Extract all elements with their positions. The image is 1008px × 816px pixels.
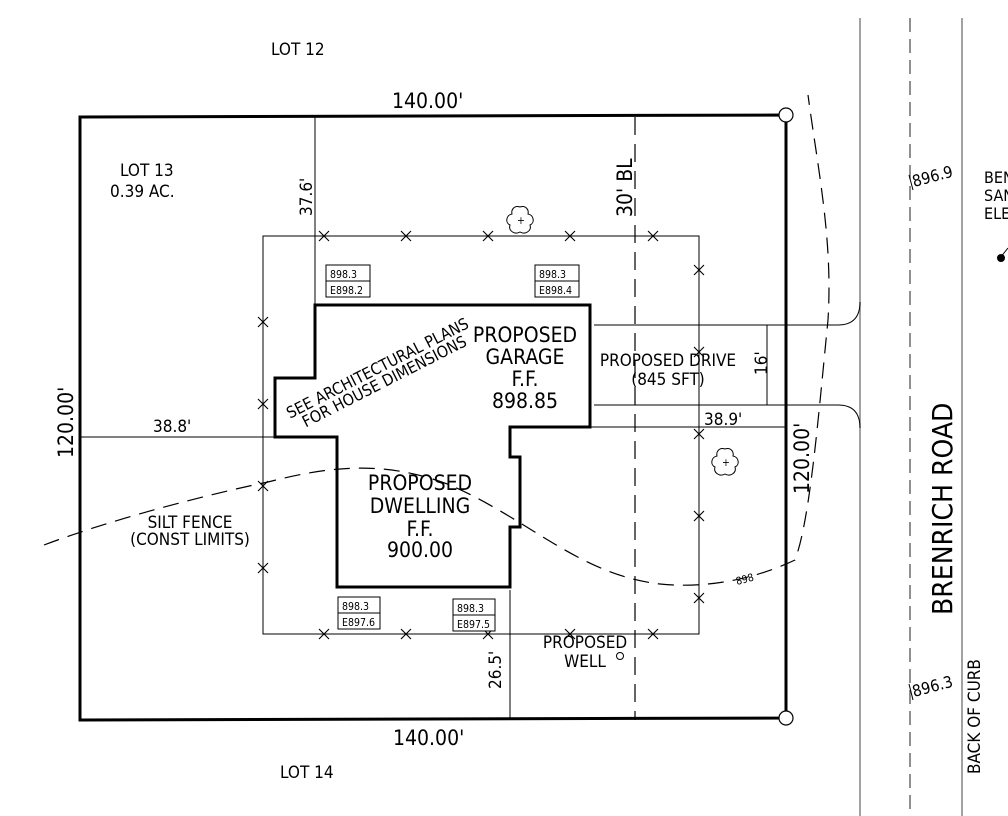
drive-apron-south-curve (594, 404, 861, 429)
silt-fence-x-mark (647, 230, 659, 242)
well-label: PROPOSED WELL (543, 633, 627, 672)
well-label-line-1: PROPOSED (543, 633, 627, 653)
building-line-label: 30' BL (613, 158, 637, 217)
tree-icon-east: + (711, 448, 739, 476)
silt-fence-x-mark (693, 592, 705, 604)
iron-pin-northeast (778, 107, 794, 123)
architectural-note-line-2: FOR HOUSE DIMENSIONS (299, 332, 470, 432)
dimension-right: 120.00' (790, 423, 814, 494)
dwelling-ff-elevation: 900.00 (387, 538, 453, 562)
silt-fence-x-mark (693, 510, 705, 522)
silt-fence-x-mark (400, 230, 412, 242)
proposed-house-footprint (273, 303, 592, 589)
dwelling-label: PROPOSED DWELLING F.F. 900.00 (368, 471, 472, 562)
benchmark-label: BEN SAN ELE (984, 168, 1008, 223)
tree-icon-north: + (506, 206, 534, 234)
construction-limits-box (262, 235, 700, 635)
silt-fence-x-mark (647, 628, 659, 640)
elevation-tag-2: 898.3 E898.4 (534, 264, 580, 298)
architectural-note: SEE ARCHITECTURAL PLANS FOR HOUSE DIMENS… (283, 314, 472, 432)
dimension-lines (80, 117, 786, 720)
dwelling-label-line-1: PROPOSED (368, 471, 472, 495)
elevation-tag-1-proposed: 898.3 (330, 269, 357, 281)
silt-fence-x-mark (482, 230, 494, 242)
garage-label: PROPOSED GARAGE F.F. 898.85 (473, 323, 577, 413)
drive-label: PROPOSED DRIVE (845 SFT) (600, 351, 736, 390)
silt-fence-x-mark (693, 346, 705, 358)
lot-13-label: LOT 13 (120, 161, 174, 181)
elevation-tag-4: 898.3 E897.5 (452, 598, 496, 632)
silt-fence-x-mark (257, 316, 269, 328)
spot-elevation-mark-north (908, 174, 914, 191)
garage-ff-elevation: 898.85 (492, 389, 558, 413)
silt-fence-label-line-2: (CONST LIMITS) (130, 530, 250, 550)
property-boundary (78, 107, 794, 726)
dimension-left: 120.00' (54, 387, 78, 458)
silt-fence-x-mark (318, 628, 330, 640)
elevation-tag-3: 898.3 E897.6 (337, 596, 381, 630)
benchmark-line-3: ELE (984, 204, 1008, 223)
silt-fence-x-mark (257, 562, 269, 574)
lot-12-label: LOT 12 (271, 40, 325, 60)
dimension-top: 140.00' (392, 89, 463, 113)
garage-label-line-2: GARAGE (486, 345, 565, 369)
lot-13-area: 0.39 AC. (110, 182, 175, 202)
dimension-bottom: 140.00' (393, 726, 464, 750)
elevation-tag-3-proposed: 898.3 (342, 601, 369, 613)
elevation-tag-4-existing: E897.5 (457, 619, 490, 631)
dimension-rear: 26.5' (486, 651, 506, 689)
contour-label: 898 (735, 572, 756, 588)
dimension-side-right: 38.9' (704, 410, 742, 430)
lot-14-label: LOT 14 (280, 763, 334, 783)
svg-text:+: + (722, 457, 730, 469)
elevation-tag-1-existing: E898.2 (330, 285, 363, 297)
dimension-front-setback: 37.6' (297, 178, 317, 216)
drive-apron-north-curve (594, 301, 861, 326)
dimension-side-left: 38.8' (153, 417, 191, 437)
elevation-tag-1: 898.3 E898.2 (325, 264, 371, 298)
well-icon (616, 652, 624, 660)
dimension-drive-width: 16' (752, 351, 772, 375)
spot-elevation-mark-south (908, 683, 914, 701)
silt-fence-x-mark (564, 230, 576, 242)
elevation-tag-4-proposed: 898.3 (457, 603, 484, 615)
drive-label-line-1: PROPOSED DRIVE (600, 351, 736, 371)
elevation-tag-3-existing: E897.6 (342, 617, 375, 629)
spot-elevation-north: 896.9 (910, 162, 955, 191)
silt-fence-x-mark (564, 628, 576, 640)
silt-fence-x-mark (693, 428, 705, 440)
silt-fence-label-line-1: SILT FENCE (148, 513, 233, 533)
garage-label-line-1: PROPOSED (473, 323, 577, 347)
dwelling-label-line-2: DWELLING (370, 494, 471, 518)
benchmark-line-1: BEN (984, 168, 1008, 187)
road-name: BRENRICH ROAD (926, 403, 959, 615)
dwelling-label-line-3: F.F. (407, 517, 434, 541)
spot-elevation-south: 896.3 (910, 672, 955, 701)
well-label-line-2: WELL (564, 652, 606, 672)
benchmark-line-2: SAN (984, 186, 1008, 205)
road-area: 896.9 896.3 BRENRICH ROAD BACK OF CURB B… (594, 18, 1008, 816)
silt-fence-x-mark (257, 398, 269, 410)
silt-fence-label: SILT FENCE (CONST LIMITS) (130, 513, 250, 550)
silt-fence-x-mark (318, 230, 330, 242)
iron-pin-southeast (778, 710, 794, 726)
benchmark-marker (997, 254, 1005, 262)
contour-898 (43, 94, 830, 586)
silt-fence-x-mark (693, 264, 705, 276)
svg-text:+: + (517, 215, 525, 227)
garage-label-line-3: F.F. (512, 367, 539, 391)
drive-label-line-2: (845 SFT) (631, 370, 705, 390)
silt-fence-x-marks (257, 230, 705, 640)
elevation-tag-2-existing: E898.4 (539, 285, 572, 297)
silt-fence-x-mark (400, 628, 412, 640)
elevation-tag-2-proposed: 898.3 (539, 269, 566, 281)
architectural-note-line-1: SEE ARCHITECTURAL PLANS (283, 314, 472, 423)
back-of-curb-label: BACK OF CURB (965, 659, 985, 774)
